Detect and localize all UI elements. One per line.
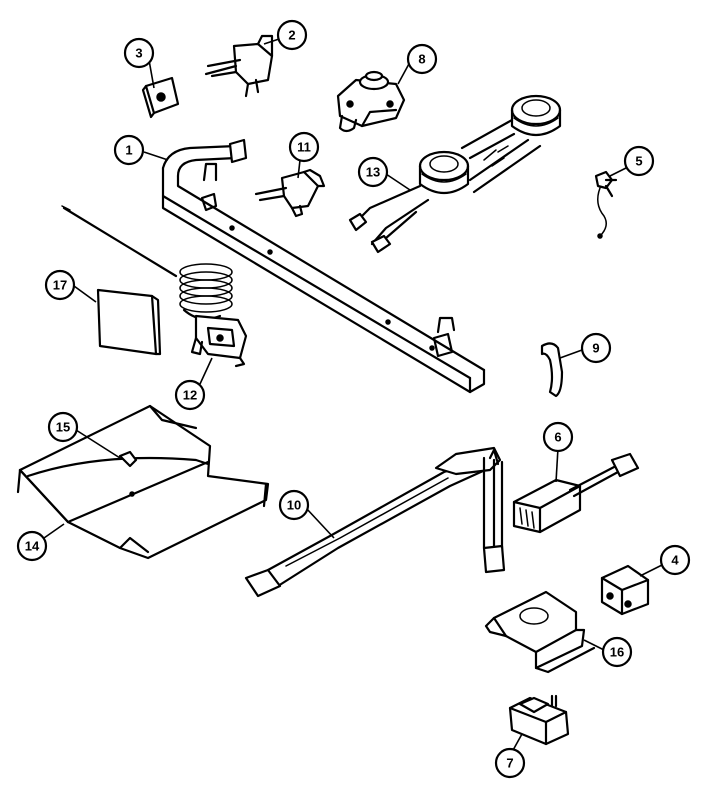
part-6-igniter (512, 452, 640, 534)
callout-8: 8 (406, 43, 438, 75)
callout-label: 10 (287, 498, 301, 513)
callout-label: 3 (135, 46, 142, 61)
callout-3: 3 (123, 37, 155, 69)
part-14-spreader (16, 404, 270, 560)
part-17-plate (96, 288, 162, 356)
part-10-venturi (244, 446, 506, 598)
callout-label: 4 (671, 553, 679, 568)
part-7-switch (508, 694, 570, 746)
callout-label: 8 (418, 52, 425, 67)
callout-1: 1 (113, 134, 145, 166)
callout-label: 13 (366, 165, 380, 180)
callout-label: 7 (506, 756, 513, 771)
callout-17: 17 (44, 269, 76, 301)
part-1-manifold (161, 138, 486, 394)
callout-9: 9 (580, 332, 612, 364)
callout-2: 2 (276, 19, 308, 51)
part-16-bracket (484, 590, 596, 674)
callout-label: 6 (554, 430, 561, 445)
part-2-valve (204, 34, 274, 98)
callout-14: 14 (16, 530, 48, 562)
callout-16: 16 (601, 636, 633, 668)
callout-10: 10 (278, 489, 310, 521)
callout-label: 16 (610, 645, 624, 660)
callout-4: 4 (659, 544, 691, 576)
callout-5: 5 (623, 145, 655, 177)
part-9-tube (540, 342, 564, 398)
callout-15: 15 (47, 411, 79, 443)
callout-12: 12 (174, 379, 206, 411)
callout-label: 14 (25, 539, 40, 554)
callout-label: 11 (297, 140, 311, 155)
part-4-block (600, 564, 650, 616)
callout-label: 9 (592, 341, 599, 356)
part-3-clip (141, 76, 180, 119)
callout-label: 12 (183, 388, 197, 403)
callout-11: 11 (288, 131, 320, 163)
callout-label: 1 (125, 143, 132, 158)
part-12-thermostat (61, 205, 248, 368)
callout-6: 6 (542, 421, 574, 453)
callout-label: 5 (635, 154, 642, 169)
callout-13: 13 (357, 156, 389, 188)
part-5-igniter (594, 170, 618, 239)
callout-label: 2 (288, 28, 295, 43)
callout-7: 7 (494, 747, 526, 779)
part-13-burner-assembly (348, 94, 562, 254)
callout-label: 17 (53, 278, 67, 293)
part-11-valve (254, 168, 326, 218)
part-8-regulator (336, 70, 406, 133)
part-15-clip (118, 450, 138, 468)
callout-label: 15 (56, 420, 70, 435)
